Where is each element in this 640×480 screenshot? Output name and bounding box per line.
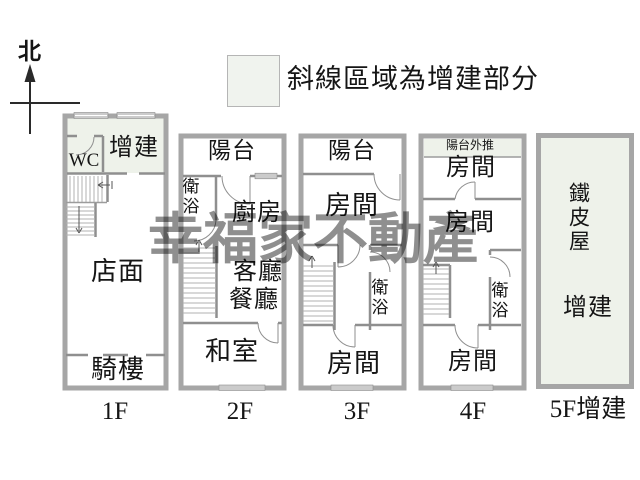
floor-3-stairs — [303, 255, 336, 330]
room-label-4f-room-middle: 房間 — [445, 210, 495, 236]
room-label-1f-wc: WC — [68, 150, 100, 171]
floor-label-2f: 2F — [226, 398, 254, 425]
room-label-3f-bathroom: 衛浴 — [368, 278, 388, 318]
room-label-4f-room-front: 房間 — [446, 155, 496, 181]
agency-watermark: 幸福家不動產 — [148, 209, 479, 270]
floor-label-5f: 5F增建 — [549, 396, 627, 423]
room-label-3f-balcony: 陽台 — [328, 138, 376, 163]
room-label-1f-storefront: 店面 — [90, 257, 146, 286]
room-label-5f-metal-house: 鐵皮屋 — [566, 182, 591, 254]
addition-area-fills — [67, 117, 631, 386]
north-label: 北 — [18, 39, 42, 64]
floor-label-4f: 4F — [459, 398, 487, 425]
floor-4-walls — [418, 133, 527, 391]
room-label-1f-addition: 增建 — [109, 135, 159, 161]
room-label-2f-kitchen: 廚房 — [232, 200, 282, 226]
floor-4-stairs — [423, 261, 452, 318]
room-label-2f-tatami: 和室 — [204, 337, 260, 366]
floor-5-walls — [536, 133, 634, 389]
floor-1-stairs — [66, 175, 113, 237]
room-label-1f-arcade: 騎樓 — [90, 355, 146, 384]
legend-text: 斜線區域為增建部分 — [287, 64, 539, 94]
legend-addition-swatch — [227, 55, 280, 107]
room-label-3f-room-back: 房間 — [326, 349, 382, 378]
room-label-3f-room-front: 房間 — [324, 191, 380, 220]
north-compass-icon — [10, 64, 80, 134]
floor-2-stairs — [183, 239, 218, 318]
room-label-4f-balcony: 陽台外推 — [445, 138, 495, 152]
floor-2-walls — [178, 133, 287, 391]
floor-label-3f: 3F — [343, 398, 371, 425]
room-label-2f-balcony: 陽台 — [208, 138, 256, 163]
room-label-2f-bathroom: 衛浴 — [179, 177, 199, 217]
room-label-2f-living: 客廳 — [233, 259, 283, 285]
floor-label-1f: 1F — [101, 398, 129, 425]
floor-1-walls — [62, 112, 169, 391]
room-label-2f-dining: 餐廳 — [229, 287, 279, 313]
room-label-4f-room-back: 房間 — [448, 349, 498, 375]
room-label-4f-bathroom: 衛浴 — [488, 281, 508, 321]
floor-3-walls — [298, 133, 407, 391]
room-label-5f-addition: 增建 — [563, 295, 613, 321]
